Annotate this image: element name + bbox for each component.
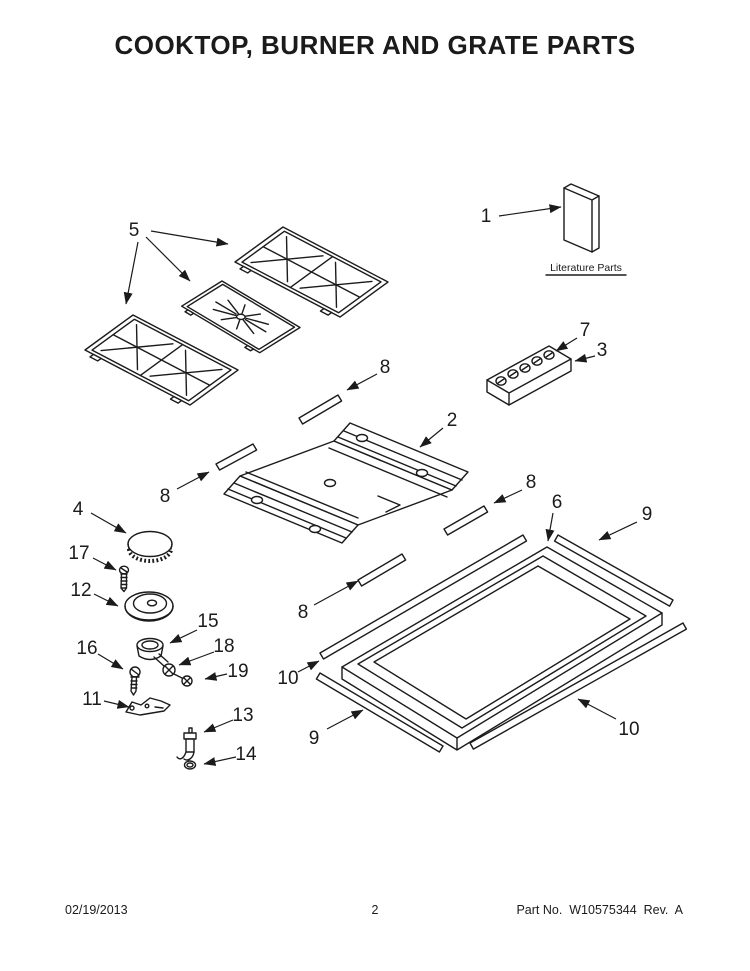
spark-module-screws [495, 350, 555, 386]
callout-label-19-23: 19 [227, 661, 248, 682]
seal-strips [215, 394, 489, 587]
callout-label-4-3: 4 [73, 499, 84, 520]
callout-label-17-21: 17 [68, 543, 89, 564]
callout-arrow-8 [346, 373, 378, 391]
callout-arrow-11 [103, 699, 130, 709]
callout-label-14-18: 14 [235, 744, 257, 765]
callout-arrow-8 [176, 471, 210, 490]
callout-arrow-8 [313, 580, 359, 606]
callout-label-8-8: 8 [160, 486, 171, 507]
callout-arrow-5 [150, 230, 229, 247]
callout-arrow-19 [204, 672, 228, 681]
callout-arrow-10 [297, 660, 320, 673]
burner-cap [127, 530, 173, 563]
callout-label-18-22: 18 [213, 636, 234, 657]
burner-box-panel [223, 422, 469, 544]
igniter-shaft [173, 673, 183, 679]
callout-arrow-13 [203, 719, 234, 733]
callout-arrow-5 [145, 236, 191, 282]
callout-label-8-10: 8 [526, 472, 537, 493]
callout-label-2-1: 2 [447, 410, 458, 431]
callout-arrow-3 [574, 353, 596, 363]
footer-date: 02/19/2013 [65, 903, 128, 917]
callout-arrow-4 [90, 512, 127, 534]
burner-base [124, 591, 174, 622]
callout-label-9-12: 9 [309, 728, 320, 749]
trim-strips [315, 534, 688, 753]
callout-label-5-4: 5 [129, 220, 140, 241]
page-title: COOKTOP, BURNER AND GRATE PARTS [114, 30, 636, 60]
callout-arrow-8 [493, 489, 523, 504]
callout-label-9-11: 9 [642, 504, 653, 525]
footer-part-number: Part No. W10575344 Rev. A [516, 903, 683, 917]
nut-18 [162, 663, 176, 677]
nut-19 [181, 675, 193, 687]
callout-label-11-15: 11 [82, 689, 102, 710]
grate-center-wok [178, 280, 301, 355]
callout-label-8-7: 8 [380, 357, 391, 378]
callout-arrow-16 [97, 653, 124, 670]
o-ring [183, 760, 197, 770]
cooktop-frame [341, 546, 663, 751]
callout-arrow-10 [577, 698, 617, 720]
callout-arrow-5 [123, 241, 139, 305]
spark-module [486, 345, 572, 406]
literature-book [563, 183, 600, 253]
callout-arrow-9 [326, 709, 364, 730]
callout-arrow-15 [169, 629, 198, 644]
callout-label-10-13: 10 [277, 668, 298, 689]
screw-17 [118, 565, 130, 593]
callout-arrow-2 [419, 427, 444, 448]
screw-16 [129, 666, 141, 696]
callout-arrow-18 [178, 651, 215, 666]
grate-left [80, 314, 239, 409]
literature-parts-label: Literature Parts [550, 262, 622, 274]
callout-arrow-17 [92, 557, 117, 571]
igniter [136, 637, 169, 667]
callout-label-7-6: 7 [580, 320, 591, 341]
callout-arrow-9 [598, 521, 638, 541]
callout-arrow-12 [93, 593, 119, 607]
callout-label-13-17: 13 [232, 705, 253, 726]
callout-label-1-0: 1 [481, 206, 492, 227]
footer-page-number: 2 [371, 903, 379, 917]
callout-label-3-2: 3 [597, 340, 608, 361]
mounting-bracket [125, 697, 171, 716]
orifice-holder [176, 727, 197, 761]
callout-label-10-14: 10 [618, 719, 639, 740]
callout-arrow-1 [498, 204, 562, 217]
callout-label-16-20: 16 [76, 638, 97, 659]
callout-label-8-9: 8 [298, 602, 309, 623]
callout-arrow-14 [203, 756, 237, 766]
callout-label-15-19: 15 [197, 611, 218, 632]
callout-label-6-5: 6 [552, 492, 563, 513]
callout-arrow-7 [555, 337, 578, 352]
callout-label-12-16: 12 [70, 580, 91, 601]
callout-arrow-6 [545, 512, 555, 542]
